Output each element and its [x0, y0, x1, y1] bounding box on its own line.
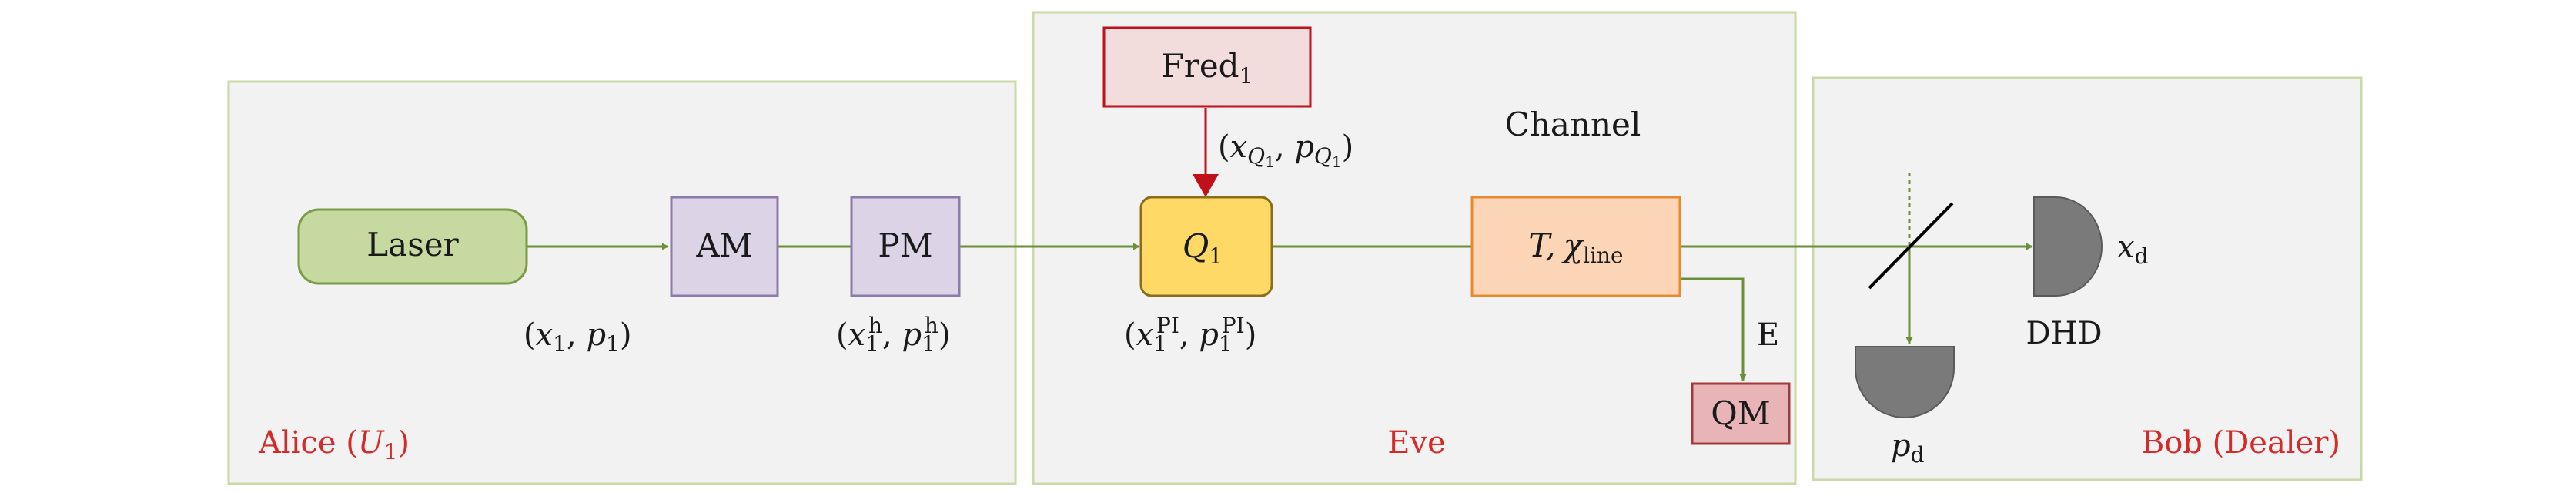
channel-annotation: Channel: [1505, 106, 1641, 143]
alice-pm-out-label: (x1h, p1h): [836, 313, 951, 357]
qm-label: QM: [1711, 394, 1770, 432]
bob-panel-label: Bob (Dealer): [2142, 425, 2340, 461]
am-box: [670, 196, 779, 297]
eve-panel-label: Eve: [1387, 425, 1445, 461]
qm-box: [1691, 382, 1791, 445]
beam-splitter: [1868, 202, 1954, 290]
detector-p-icon: [1855, 346, 1955, 418]
fred-box: [1102, 26, 1312, 108]
x-d-label: xd: [2117, 230, 2149, 269]
pm-label: PM: [878, 226, 932, 264]
e-port-label: E: [1757, 317, 1779, 353]
detector-x-icon: [2033, 196, 2103, 297]
am-label: AM: [695, 226, 752, 264]
channel-box: [1470, 196, 1681, 297]
detector-label: DHD: [2026, 316, 2102, 351]
fred-out-label: (xQ1, pQ1): [1218, 129, 1353, 171]
q-label: Q1: [1183, 227, 1223, 269]
alice-laser-out-label: (x1, p1): [524, 317, 631, 357]
alice-panel-label: Alice (U1): [258, 425, 410, 464]
laser-box: [297, 208, 528, 285]
pm-box: [850, 196, 961, 297]
laser-label: Laser: [366, 226, 459, 263]
q-box: [1139, 196, 1273, 297]
p-d-label: pd: [1891, 428, 1925, 468]
beam-channel-to-qm: [1681, 277, 1747, 381]
channel-box-label: T,χline: [1528, 226, 1623, 268]
fred-label: Fred1: [1162, 47, 1253, 89]
fred-arrow-head: [1193, 174, 1219, 197]
